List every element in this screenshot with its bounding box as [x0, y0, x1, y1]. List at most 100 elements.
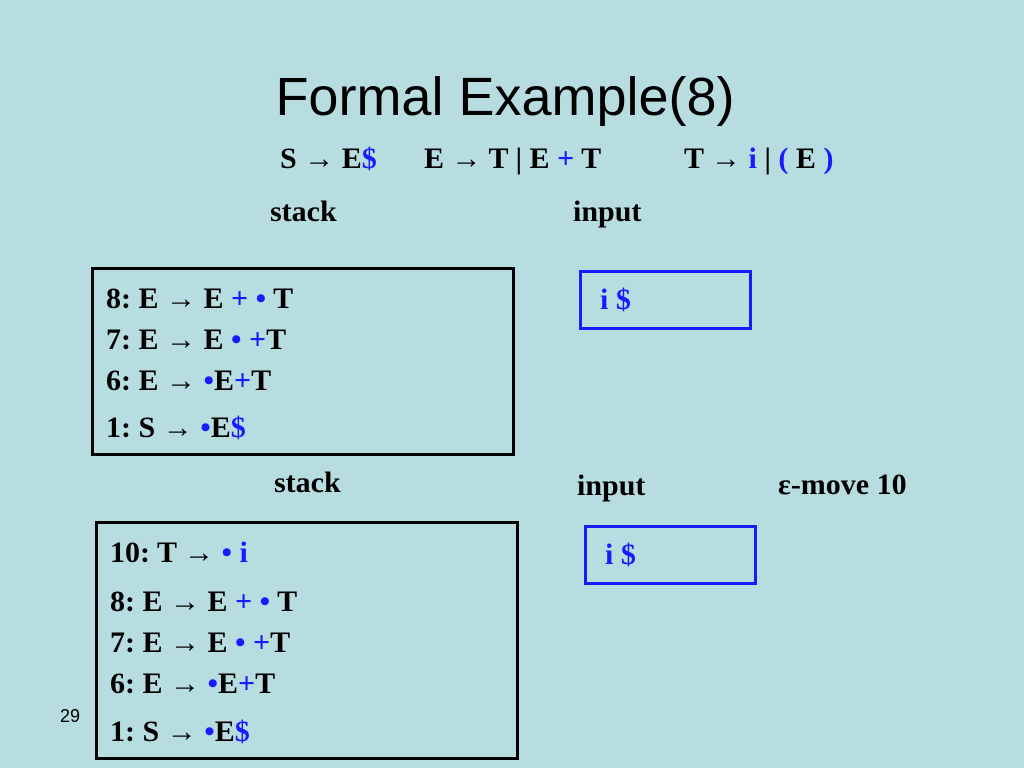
- symbol-token: T: [273, 282, 294, 315]
- arrow: →: [710, 142, 741, 175]
- symbol-token: E: [138, 282, 159, 315]
- symbol-token: E: [138, 364, 159, 397]
- symbol-token: S: [142, 715, 160, 748]
- symbol-token: 1:: [110, 715, 135, 748]
- symbol-token: •: [231, 323, 242, 356]
- grammar-rule-e-rhs2: T: [581, 142, 602, 175]
- symbol-token: E: [142, 585, 163, 618]
- page-number: 29: [60, 706, 81, 726]
- symbol-token: E: [142, 667, 163, 700]
- symbol-token: •: [200, 411, 211, 444]
- symbol-token: •: [235, 626, 246, 659]
- stack-item: 10: T → • i: [110, 536, 248, 570]
- symbol-token: •: [255, 282, 267, 315]
- grammar-rule-s-rhs: E: [341, 142, 362, 175]
- symbol-token: •: [204, 715, 215, 748]
- lparen-terminal: (: [778, 142, 789, 175]
- stack-item: 1: S → •E$: [106, 411, 246, 445]
- symbol-token: 8:: [110, 585, 135, 618]
- symbol-token: 1:: [106, 411, 131, 444]
- symbol-token: E: [207, 626, 228, 659]
- symbol-token: →: [170, 626, 201, 659]
- grammar-rule-t: T → i | ( E ): [684, 142, 833, 176]
- symbol-token: T: [270, 626, 291, 659]
- symbol-token: i: [239, 536, 248, 569]
- input-box-2: i $: [584, 525, 757, 585]
- symbol-token: E: [203, 282, 224, 315]
- stack-item: 8: E → E + • T: [106, 282, 293, 316]
- symbol-token: T: [277, 585, 298, 618]
- symbol-token: →: [162, 411, 193, 444]
- input-value: i $: [600, 283, 631, 316]
- symbol-token: →: [166, 715, 197, 748]
- stack-label: stack: [274, 466, 341, 499]
- rparen-terminal: ): [823, 142, 834, 175]
- input-label: input: [577, 469, 646, 502]
- end-marker: $: [361, 142, 377, 175]
- symbol-token: +: [253, 626, 271, 659]
- input-box-1: i $: [579, 270, 752, 330]
- symbol-token: →: [166, 323, 197, 356]
- input-value: i $: [605, 538, 636, 571]
- symbol-token: →: [170, 585, 201, 618]
- slide-title: Formal Example(8): [275, 67, 735, 127]
- symbol-token: E: [207, 585, 228, 618]
- i-terminal: i: [748, 142, 757, 175]
- symbol-token: +: [249, 323, 267, 356]
- symbol-token: •: [259, 585, 271, 618]
- stack-box-2: 10: T → • i 8: E → E + • T 7: E → E • +T…: [95, 521, 519, 760]
- symbol-token: T: [156, 536, 177, 569]
- symbol-token: •: [203, 364, 215, 397]
- alt-bar: |: [764, 142, 771, 175]
- grammar-rule-e-lhs: E: [424, 142, 445, 175]
- symbol-token: →: [170, 667, 201, 700]
- symbol-token: T: [251, 364, 272, 397]
- symbol-token: +: [231, 282, 249, 315]
- symbol-token: +: [235, 585, 253, 618]
- arrow: →: [451, 142, 482, 175]
- stack-item: 7: E → E • +T: [106, 323, 286, 357]
- symbol-token: E: [203, 323, 224, 356]
- symbol-token: 7:: [110, 626, 135, 659]
- symbol-token: S: [138, 411, 156, 444]
- stack-item: 8: E → E + • T: [110, 585, 297, 619]
- symbol-token: 10:: [110, 536, 150, 569]
- symbol-token: E: [138, 323, 159, 356]
- stack-box-1: 8: E → E + • T 7: E → E • +T 6: E → •E+T…: [91, 267, 515, 456]
- stack-item: 1: S → •E$: [110, 715, 250, 749]
- grammar-rule-t-e: E: [795, 142, 816, 175]
- symbol-token: →: [166, 282, 197, 315]
- symbol-token: $: [234, 715, 250, 748]
- input-label: input: [573, 195, 642, 228]
- stack-item: 6: E → •E+T: [110, 667, 275, 701]
- move-label: ε-move 10: [778, 468, 907, 501]
- grammar-rule-s: S → E$: [280, 142, 377, 176]
- stack-item: 6: E → •E+T: [106, 364, 271, 398]
- symbol-token: 6:: [106, 364, 131, 397]
- symbol-token: E: [210, 411, 231, 444]
- symbol-token: →: [183, 536, 214, 569]
- symbol-token: 6:: [110, 667, 135, 700]
- stack-label: stack: [270, 195, 337, 228]
- symbol-token: E: [214, 364, 235, 397]
- grammar-rule-t-lhs: T: [684, 142, 704, 175]
- symbol-token: •: [221, 536, 232, 569]
- grammar-rule-e-rhs1: T | E: [488, 142, 550, 175]
- symbol-token: →: [166, 364, 197, 397]
- symbol-token: E: [214, 715, 235, 748]
- arrow: →: [304, 142, 335, 175]
- plus-terminal: +: [557, 142, 575, 175]
- symbol-token: 7:: [106, 323, 131, 356]
- stack-item: 7: E → E • +T: [110, 626, 290, 660]
- symbol-token: +: [238, 667, 256, 700]
- symbol-token: 8:: [106, 282, 131, 315]
- symbol-token: •: [207, 667, 219, 700]
- grammar-rule-e: E → T | E + T: [424, 142, 601, 176]
- symbol-token: T: [266, 323, 287, 356]
- symbol-token: E: [218, 667, 239, 700]
- grammar-rule-s-lhs: S: [280, 142, 297, 175]
- symbol-token: T: [255, 667, 276, 700]
- symbol-token: E: [142, 626, 163, 659]
- symbol-token: $: [230, 411, 246, 444]
- symbol-token: +: [234, 364, 252, 397]
